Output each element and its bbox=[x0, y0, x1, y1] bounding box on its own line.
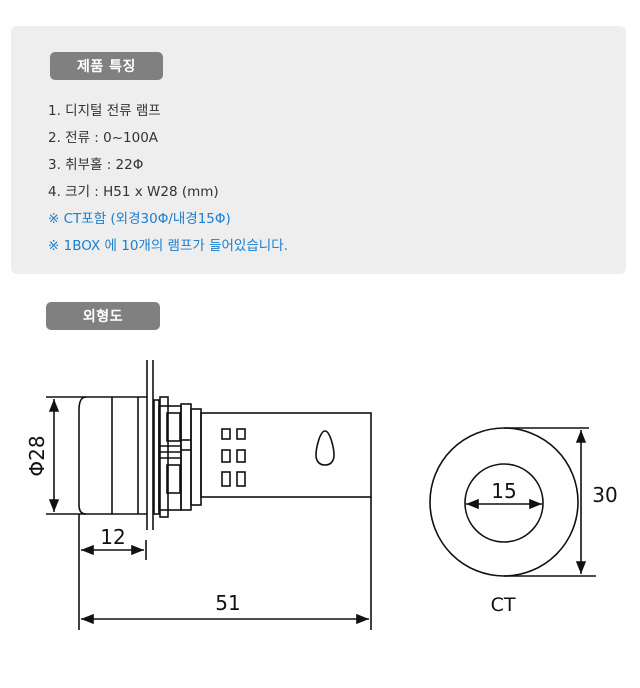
ct-outer-label: 30 bbox=[592, 483, 617, 507]
ct-caption: CT bbox=[491, 594, 516, 616]
lamp-side-view bbox=[46, 360, 372, 630]
feature-note: ※ CT포함 (외경30Φ/내경15Φ) bbox=[48, 211, 231, 227]
feature-item: 2. 전류 : 0~100A bbox=[48, 130, 159, 146]
features-list: 1. 디지털 전류 램프 2. 전류 : 0~100A 3. 취부홀 : 22Φ… bbox=[48, 98, 288, 260]
feature-item: 3. 취부홀 : 22Φ bbox=[48, 157, 144, 173]
outline-heading: 외형도 bbox=[46, 302, 160, 330]
feature-item: 4. 크기 : H51 x W28 (mm) bbox=[48, 184, 219, 200]
total-length-label: 51 bbox=[215, 591, 240, 615]
features-heading: 제품 특징 bbox=[50, 52, 163, 80]
outline-drawing: Φ28 12 51 15 30 CT bbox=[25, 360, 618, 630]
ct-inner-label: 15 bbox=[491, 479, 516, 503]
feature-note: ※ 1BOX 에 10개의 램프가 들어있습니다. bbox=[48, 238, 288, 254]
head-length-label: 12 bbox=[100, 525, 125, 549]
diameter-label: Φ28 bbox=[25, 435, 49, 476]
lamp-dimensions bbox=[48, 399, 369, 625]
feature-item: 1. 디지털 전류 램프 bbox=[48, 103, 161, 119]
ct-front-view bbox=[429, 427, 596, 577]
